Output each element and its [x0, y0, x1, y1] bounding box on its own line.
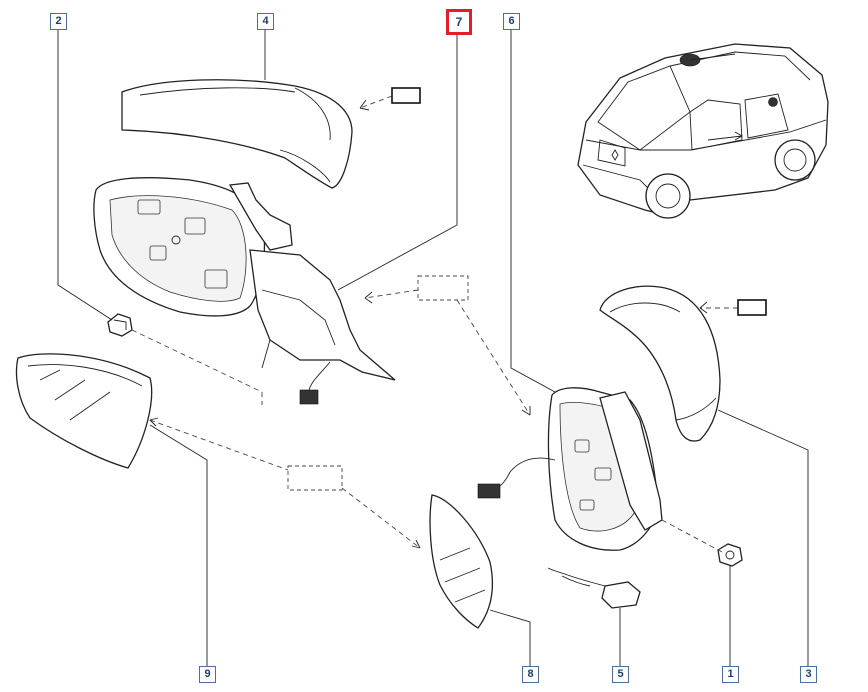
clip-symbol-boxes	[391, 87, 767, 316]
callout-2[interactable]: 2	[50, 13, 67, 30]
leader-lines	[57, 28, 809, 666]
part-1-nut	[717, 543, 743, 567]
part-4-mirror-cover	[121, 79, 353, 189]
arrow-heads	[149, 99, 708, 549]
reference-boxes	[287, 275, 469, 491]
part-5-sensor	[547, 567, 641, 609]
part-3-right-mirror-cover	[599, 285, 721, 442]
callout-1[interactable]: 1	[722, 666, 739, 683]
part-2-clip	[107, 313, 133, 337]
part-7-mirror-body	[93, 177, 396, 405]
callout-8[interactable]: 8	[522, 666, 539, 683]
callout-9[interactable]: 9	[199, 666, 216, 683]
car-illustration	[577, 43, 829, 219]
callout-4[interactable]: 4	[257, 13, 274, 30]
assembly-dashed-lines	[131, 95, 738, 553]
callout-6[interactable]: 6	[503, 13, 520, 30]
part-9-mirror-glass	[15, 353, 153, 469]
callout-3[interactable]: 3	[800, 666, 817, 683]
callout-7-selected[interactable]: 7	[446, 9, 472, 35]
part-6-right-mirror-body	[477, 387, 663, 551]
part-8-right-mirror-glass	[429, 494, 493, 629]
callout-5[interactable]: 5	[612, 666, 629, 683]
